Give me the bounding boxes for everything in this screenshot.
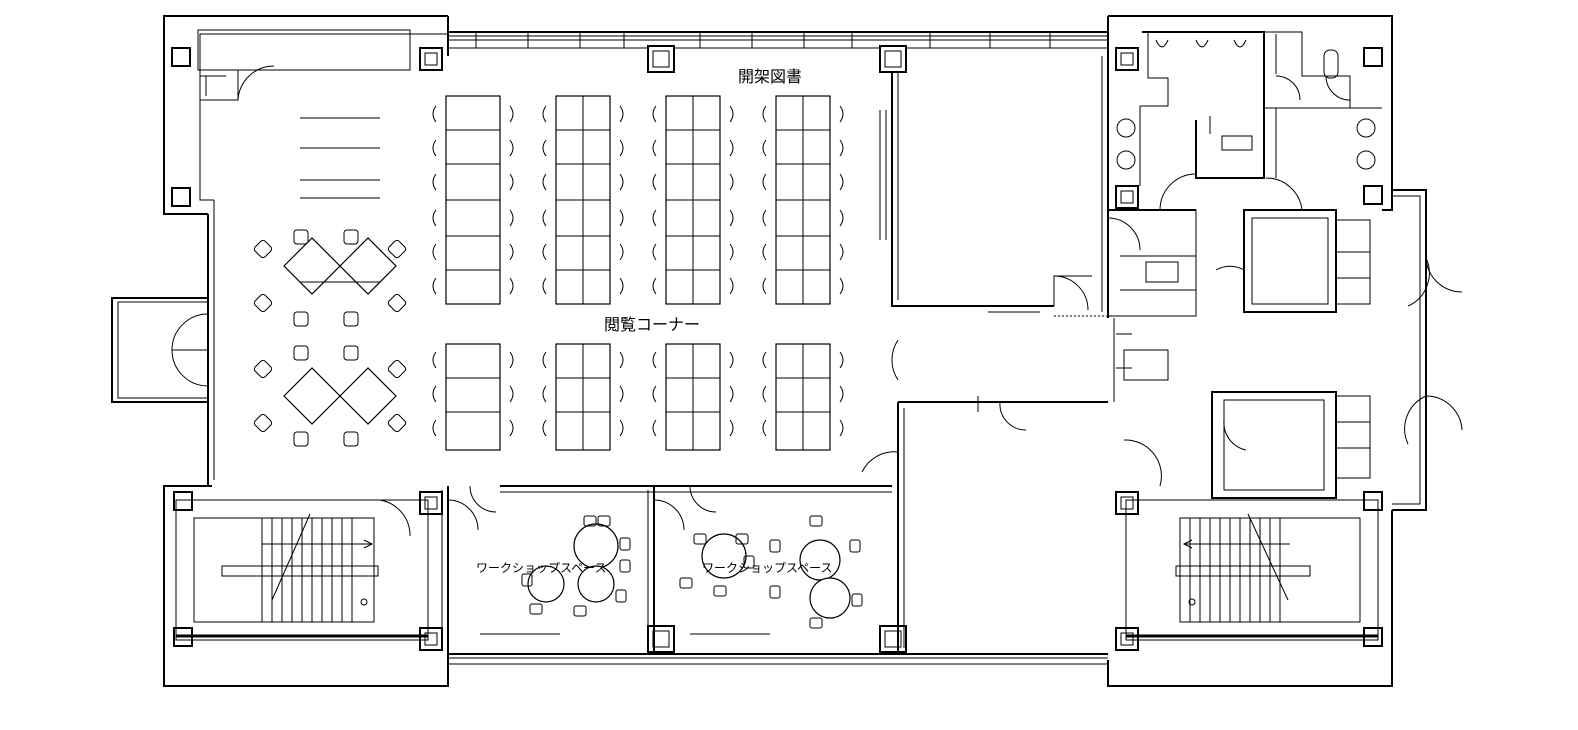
diamond-table-cluster-upper — [253, 229, 407, 327]
upper-desk-bank — [432, 95, 844, 305]
west-entrance-doors — [171, 313, 209, 387]
lower-chairs — [432, 351, 844, 437]
label-workshop-space-2: ワークショップスペース — [702, 561, 833, 575]
building-outline — [111, 15, 1427, 687]
elevator-shaft-lower — [1211, 391, 1371, 499]
reception-counter — [197, 29, 411, 199]
left-stairwell — [175, 499, 429, 641]
workshop-round-tables — [521, 515, 863, 629]
workshop-room-1 — [441, 485, 892, 654]
east-doors — [1404, 257, 1463, 445]
diamond-table-cluster-lower — [253, 345, 407, 447]
desk-row-4 — [775, 95, 831, 305]
pantry-room — [1107, 209, 1197, 317]
lower-desk-bank — [432, 343, 844, 451]
desk-row-1 — [445, 95, 501, 305]
service-shaft-upper — [1215, 209, 1371, 313]
upper-chairs — [432, 105, 844, 295]
desk-row-3 — [665, 95, 721, 305]
desk-row-2 — [555, 95, 611, 305]
central-room — [879, 56, 1109, 318]
top-window-mullions — [475, 32, 1051, 48]
label-reading-corner: 閲覧コーナー — [604, 315, 700, 334]
label-open-stacks: 開架図書 — [738, 67, 802, 86]
right-stairwell — [1123, 439, 1379, 641]
lower-central-room — [861, 339, 1108, 654]
workshop-room-2 — [653, 485, 717, 531]
restroom-core — [1108, 31, 1382, 211]
east-corridor — [1113, 318, 1169, 402]
label-workshop-space-1: ワークショップスペース — [476, 561, 607, 575]
